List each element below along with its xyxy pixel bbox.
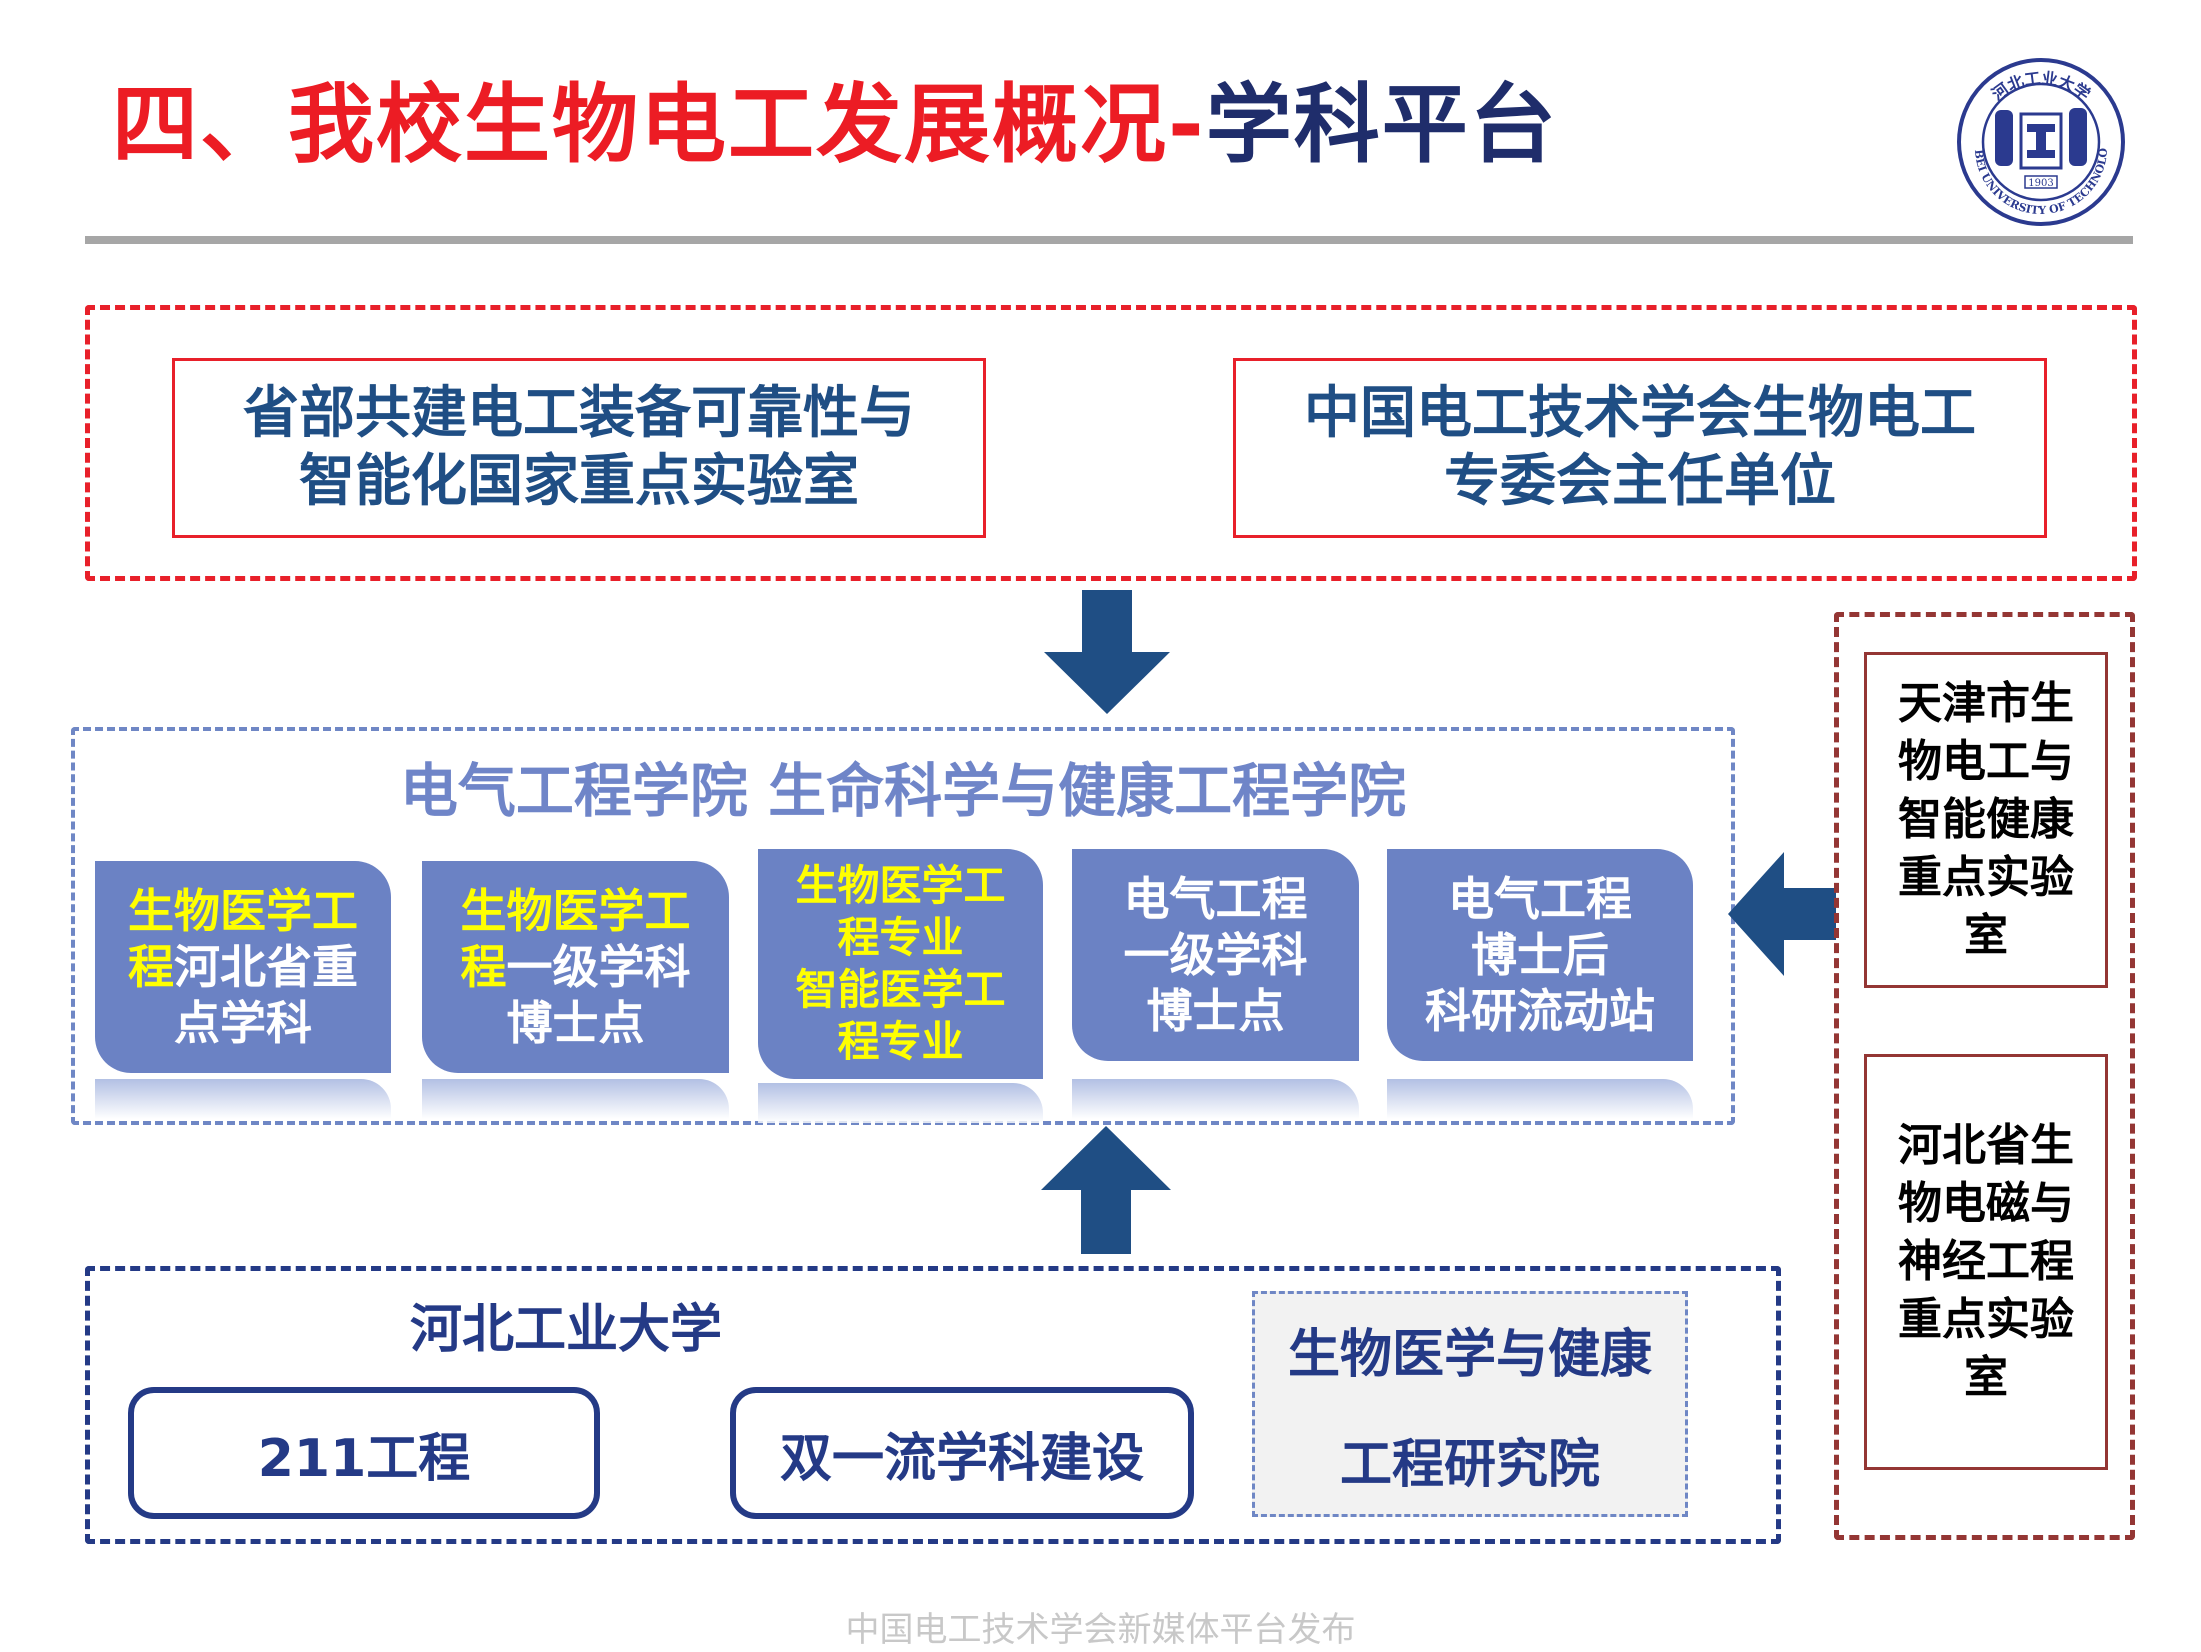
card-text: 点学科 [174,996,312,1050]
institute-line: 工程研究院 [1339,1434,1600,1495]
page-title-navy: 学科平台 [1205,75,1558,175]
page-title-red: 四、我校生物电工发展概况- [112,75,1206,175]
double-first-class-label: 双一流学科建设 [730,1387,1194,1519]
highlight-text: 程专业 [837,913,964,962]
card-line: 专委会主任单位 [1444,449,1836,514]
footer-watermark: 中国电工技术学会新媒体平台发布 [845,1610,1356,1650]
university-name: 河北工业大学 [410,1300,723,1360]
card-line: 神经工程 [1898,1236,2074,1287]
logo-year: 1903 [2028,178,2053,189]
card-text: 河北省重 [174,940,358,994]
title-divider [85,236,2133,244]
hebei-lab-card: 河北省生 物电磁与 神经工程 重点实验 室 [1864,1054,2108,1470]
arrow-left-icon [1728,852,1836,976]
card-line: 室 [1964,1352,2008,1403]
card-reflection [1387,1079,1693,1119]
institute-box: 生物医学与健康 工程研究院 [1252,1291,1688,1517]
committee-card: 中国电工技术学会生物电工 专委会主任单位 [1233,358,2047,538]
card-line: 物电磁与 [1898,1178,2074,1229]
key-labs-group: 天津市生 物电工与 智能健康 重点实验 室 河北省生 物电磁与 神经工程 重点实… [1834,612,2135,1540]
card-text: 博士点 [506,996,645,1050]
major-card: 生物医学工 程专业 智能医学工 程专业 [758,849,1043,1079]
national-platforms-group: 省部共建电工装备可靠性与 智能化国家重点实验室 中国电工技术学会生物电工 专委会… [85,305,2137,581]
card-line: 智能健康 [1898,794,2074,845]
discipline-card: 生物医学工 程河北省重 点学科 [95,861,391,1073]
card-text: 电气工程 [1123,872,1308,926]
card-line: 天津市生 [1898,678,2074,729]
card-text: 电气工程 [1448,872,1632,926]
card-text: 一级学科 [1123,928,1308,982]
university-logo: 1903 HEBEI UNIVERSITY OF TECHNOLOGY 河北工业… [1950,46,2127,228]
university-group: 河北工业大学 211工程 双一流学科建设 生物医学与健康 工程研究院 [85,1266,1781,1544]
highlight-text: 生物医学工 [795,861,1006,910]
card-line: 重点实验 [1898,1294,2074,1345]
card-reflection [95,1079,391,1119]
card-text: 博士点 [1146,984,1285,1038]
highlight-text: 智能医学工 [795,965,1006,1014]
institute-line: 生物医学与健康 [1287,1324,1652,1385]
colleges-group: 电气工程学院 生命科学与健康工程学院 生物医学工 程河北省重 点学科 生物医学工… [71,727,1735,1125]
highlight-text: 生物医学工 [128,884,358,938]
highlight-text: 程 [128,940,174,994]
project-211-label: 211工程 [128,1387,600,1519]
arrow-down-icon [1044,590,1170,714]
page-title: 四、我校生物电工发展概况-学科平台 [112,70,1558,180]
discipline-card: 生物医学工 程一级学科 博士点 [422,861,729,1073]
card-line: 河北省生 [1898,1120,2074,1171]
highlight-text: 程专业 [837,1017,964,1066]
highlight-text: 程 [460,940,507,994]
card-reflection [1072,1079,1359,1119]
discipline-card: 电气工程 一级学科 博士点 [1072,849,1359,1061]
highlight-text: 生物医学工 [460,884,691,938]
card-line: 中国电工技术学会生物电工 [1304,381,1976,446]
arrow-up-icon [1041,1126,1171,1254]
card-line: 智能化国家重点实验室 [299,449,859,514]
card-line: 室 [1964,910,2008,961]
card-reflection [422,1079,729,1119]
national-lab-card: 省部共建电工装备可靠性与 智能化国家重点实验室 [172,358,986,538]
card-text: 博士后 [1471,928,1609,982]
card-line: 重点实验 [1898,852,2074,903]
card-line: 物电工与 [1898,736,2074,787]
card-line: 省部共建电工装备可靠性与 [243,381,915,446]
card-reflection [758,1083,1043,1123]
card-text: 科研流动站 [1425,984,1655,1038]
card-text: 一级学科 [506,940,691,994]
tianjin-lab-card: 天津市生 物电工与 智能健康 重点实验 室 [1864,652,2108,988]
university-seal-icon: 1903 HEBEI UNIVERSITY OF TECHNOLOGY 河北工业… [1950,46,2125,226]
postdoc-card: 电气工程 博士后 科研流动站 [1387,849,1693,1061]
colleges-title: 电气工程学院 生命科学与健康工程学院 [399,757,1407,825]
